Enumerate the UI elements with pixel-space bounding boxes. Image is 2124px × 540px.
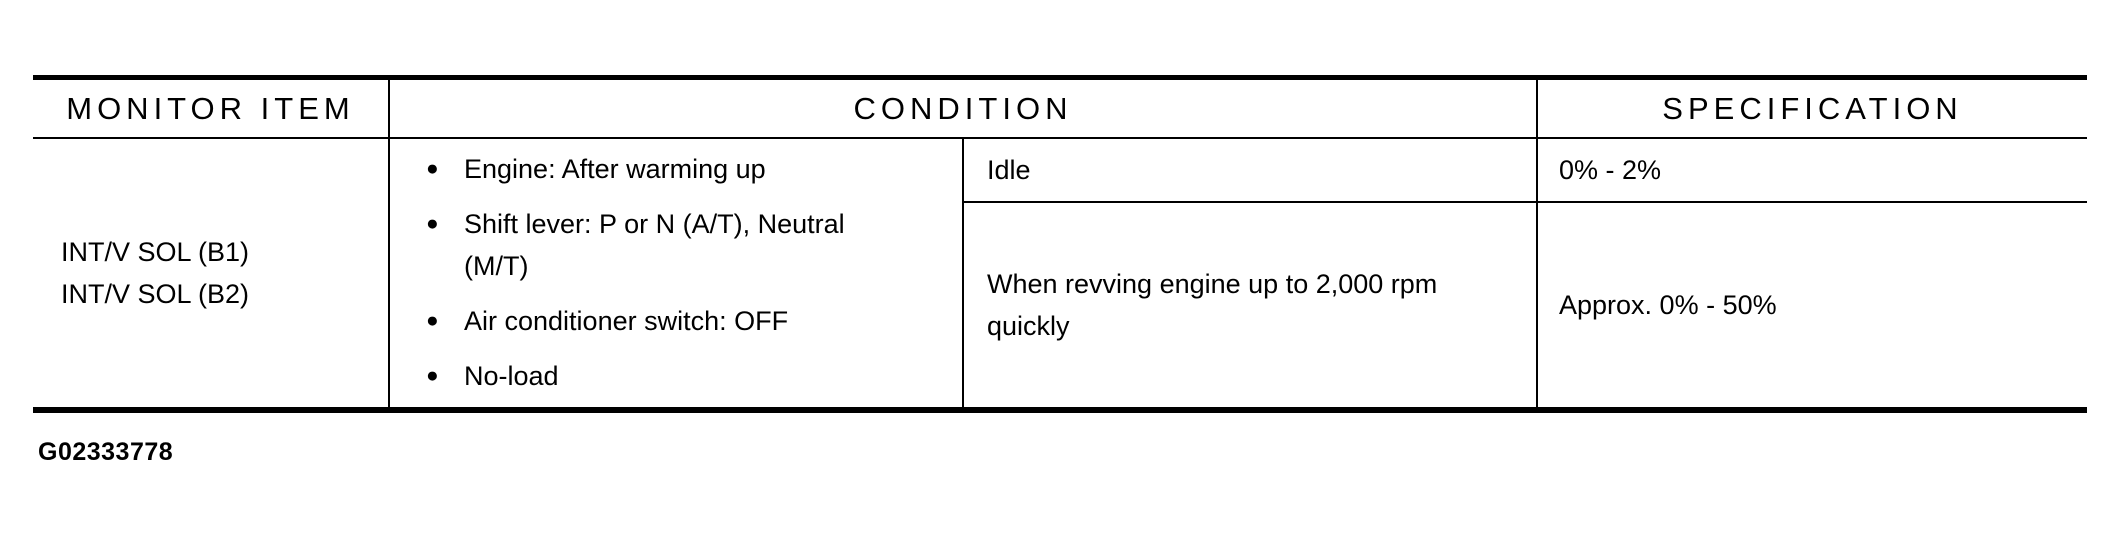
bullet-icon: ● [426, 157, 439, 180]
precondition-text: Engine: After warming up [464, 154, 766, 184]
header-specification: SPECIFICATION [1536, 80, 2087, 139]
list-item: ● Air conditioner switch: OFF [426, 300, 954, 342]
header-monitor-item: MONITOR ITEM [33, 80, 388, 139]
specification-cell-revving: Approx. 0% - 50% [1536, 203, 2087, 407]
precondition-text: Shift lever: P or N (A/T), Neutral (M/T) [464, 209, 845, 281]
list-item: ● Shift lever: P or N (A/T), Neutral (M/… [426, 203, 954, 287]
precondition-list: ● Engine: After warming up ● Shift lever… [426, 148, 954, 397]
figure-label: G02333778 [38, 438, 174, 466]
header-condition: CONDITION [388, 80, 1536, 139]
bullet-icon: ● [426, 309, 439, 332]
precondition-cell: ● Engine: After warming up ● Shift lever… [388, 139, 962, 407]
precondition-text: No-load [464, 361, 559, 391]
list-item: ● Engine: After warming up [426, 148, 954, 190]
bullet-icon: ● [426, 212, 439, 235]
specification-cell-idle: 0% - 2% [1536, 139, 2087, 203]
precondition-text: Air conditioner switch: OFF [464, 306, 789, 336]
monitor-spec-table: MONITOR ITEM CONDITION SPECIFICATION INT… [33, 75, 2087, 413]
condition-cell-revving: When revving engine up to 2,000 rpm quic… [962, 203, 1536, 407]
condition-cell-idle: Idle [962, 139, 1536, 203]
list-item: ● No-load [426, 355, 954, 397]
monitor-item-cell: INT/V SOL (B1) INT/V SOL (B2) [33, 139, 388, 407]
bullet-icon: ● [426, 364, 439, 387]
